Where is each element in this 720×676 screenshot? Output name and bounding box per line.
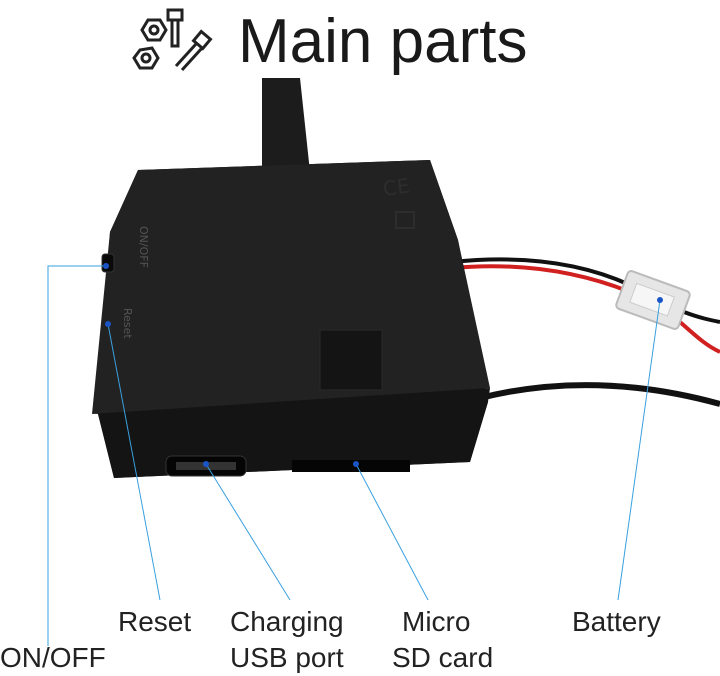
label-micro-line2: SD card bbox=[392, 642, 494, 673]
label-charging-line1: Charging bbox=[230, 606, 344, 637]
svg-text:CE: CE bbox=[381, 173, 411, 200]
side-cable bbox=[479, 382, 720, 407]
label-micro-line1: Micro bbox=[402, 606, 471, 637]
top-cable bbox=[262, 78, 310, 172]
leader-line-onoff bbox=[47, 265, 106, 646]
label-reset: Reset bbox=[118, 606, 192, 637]
label-onoff: ON/OFF bbox=[0, 642, 106, 673]
leader-line-charging bbox=[205, 463, 291, 601]
side-marking-reset: Reset bbox=[121, 308, 134, 339]
nuts-bolts-icon bbox=[132, 8, 213, 72]
page-title: Main parts bbox=[238, 7, 528, 76]
side-marking-onoff: ON/OFF bbox=[137, 226, 150, 268]
label-battery: Battery bbox=[572, 606, 661, 637]
leader-line-micro bbox=[355, 463, 429, 601]
battery-wires bbox=[451, 257, 720, 354]
leader-line-battery bbox=[617, 299, 661, 601]
leader-line-reset bbox=[107, 323, 161, 601]
device-box: CE ON/OFF Reset bbox=[92, 160, 490, 478]
label-charging-line2: USB port bbox=[230, 642, 344, 673]
